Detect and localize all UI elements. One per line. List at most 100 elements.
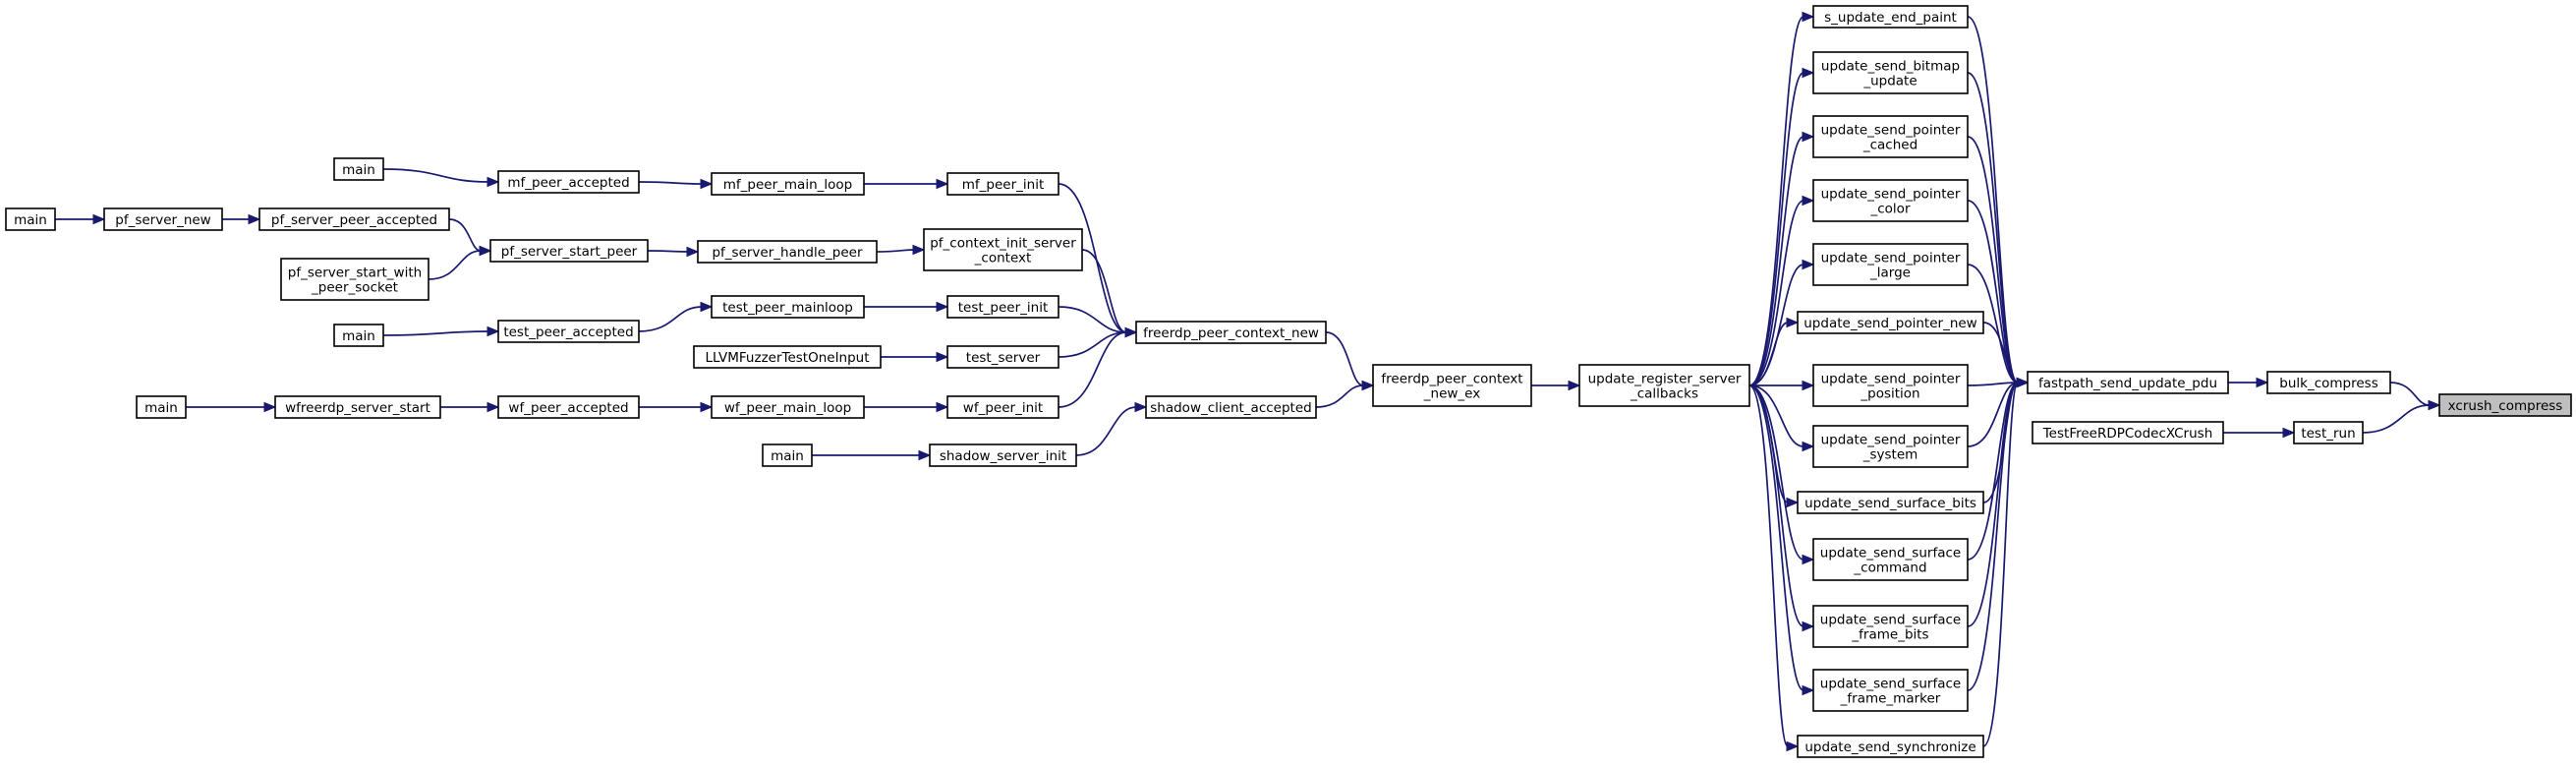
node-label: update_send_pointer: [1821, 187, 1961, 203]
node-update-send-pointer-color[interactable]: update_send_pointer_color: [1812, 179, 1969, 222]
node-label: pf_server_peer_accepted: [271, 212, 437, 228]
edge-test_run-to-xcrush_compress: [2362, 404, 2431, 434]
node-LLVMFuzzerTestOneInput[interactable]: LLVMFuzzerTestOneInput: [693, 345, 882, 369]
node-label: update_send_pointer: [1821, 372, 1961, 387]
node-label: shadow_client_accepted: [1150, 400, 1311, 416]
edge-update_send_surface_frame_marker-to-fastpath_send_update_pdu: [1967, 382, 2019, 691]
arrowhead: [700, 401, 714, 413]
node-update-send-pointer-cached[interactable]: update_send_pointer_cached: [1812, 115, 1969, 158]
arrowhead: [1802, 554, 1815, 565]
node-update-send-pointer-system[interactable]: update_send_pointer_system: [1812, 425, 1969, 468]
node-label: mf_peer_accepted: [507, 175, 629, 191]
node-main-shadow[interactable]: main: [762, 443, 813, 467]
node-fastpath-send-update-pdu[interactable]: fastpath_send_update_pdu: [2027, 371, 2229, 394]
node-label: wfreerdp_server_start: [285, 400, 430, 416]
edge-update_register_server_callbacks-to-update_send_surface_command: [1748, 384, 1804, 561]
arrowhead: [1802, 131, 1815, 143]
node-label: test_peer_init: [958, 300, 1049, 316]
node-label: update_send_synchronize: [1804, 739, 1975, 755]
node-wfreerdp-server-start[interactable]: wfreerdp_server_start: [274, 395, 441, 419]
node-TestFreeRDPCodecXCrush[interactable]: TestFreeRDPCodecXCrush: [2032, 421, 2224, 444]
node-freerdp-peer-context-new-ex[interactable]: freerdp_peer_context_new_ex: [1372, 364, 1532, 407]
node-mf-peer-accepted[interactable]: mf_peer_accepted: [497, 170, 640, 194]
node-bulk-compress[interactable]: bulk_compress: [2266, 371, 2391, 394]
node-label: shadow_server_init: [940, 448, 1066, 464]
node-box: [489, 239, 649, 263]
node-test-server[interactable]: test_server: [946, 345, 1059, 369]
node-update-register-server-callbacks[interactable]: update_register_server_callbacks: [1578, 364, 1750, 407]
arrowhead: [912, 244, 926, 256]
node-box: [2293, 421, 2364, 444]
edge-update_send_pointer_system-to-fastpath_send_update_pdu: [1967, 382, 2019, 447]
node-wf-peer-init[interactable]: wf_peer_init: [946, 395, 1059, 419]
node-box: [333, 157, 384, 181]
node-box: [280, 258, 429, 301]
node-update-send-pointer-large[interactable]: update_send_pointer_large: [1812, 243, 1969, 286]
node-box: [497, 170, 640, 194]
node-label: pf_server_start_with: [288, 266, 422, 281]
node-mf-peer-init[interactable]: mf_peer_init: [946, 172, 1059, 196]
node-pf-server-start-with-peer-socket[interactable]: pf_server_start_with_peer_socket: [280, 258, 429, 301]
arrowhead: [1568, 380, 1581, 391]
node-label: main: [771, 448, 804, 464]
node-update-send-pointer-position[interactable]: update_send_pointer_position: [1812, 364, 1969, 407]
arrowhead: [2256, 377, 2269, 388]
node-main-wf[interactable]: main: [136, 395, 187, 419]
node-freerdp-peer-context-new[interactable]: freerdp_peer_context_new: [1135, 321, 1327, 344]
node-test-peer-mainloop[interactable]: test_peer_mainloop: [711, 295, 865, 319]
edge-update_send_pointer_new-to-fastpath_send_update_pdu: [1982, 322, 2019, 384]
arrowhead: [1802, 259, 1815, 270]
node-update-send-surface-bits[interactable]: update_send_surface_bits: [1797, 491, 1984, 514]
node-pf-server-new[interactable]: pf_server_new: [103, 207, 223, 231]
node-box: [497, 320, 640, 343]
node-box: [1812, 179, 1969, 222]
node-mf-peer-main-loop[interactable]: mf_peer_main_loop: [711, 172, 865, 196]
edge-update_send_surface_command-to-fastpath_send_update_pdu: [1967, 382, 2019, 561]
node-wf-peer-main-loop[interactable]: wf_peer_main_loop: [711, 395, 865, 419]
edge-wf_peer_init-to-freerdp_peer_context_new: [1058, 331, 1127, 408]
node-pf-context-init-server-context[interactable]: pf_context_init_server_context: [923, 228, 1083, 271]
edge-update_send_pointer_cached-to-fastpath_send_update_pdu: [1967, 136, 2019, 384]
node-wf-peer-accepted[interactable]: wf_peer_accepted: [497, 395, 640, 419]
edge-update_register_server_callbacks-to-update_send_pointer_color: [1748, 200, 1804, 386]
node-main-mf[interactable]: main: [333, 157, 384, 181]
node-pf-server-handle-peer[interactable]: pf_server_handle_peer: [697, 240, 878, 264]
node-label: _color: [1870, 202, 1911, 217]
node-test-run[interactable]: test_run: [2293, 421, 2364, 444]
arrowhead: [1361, 380, 1375, 391]
node-main-pf[interactable]: main: [5, 207, 56, 231]
node-main-test[interactable]: main: [333, 324, 384, 347]
node-update-send-synchronize[interactable]: update_send_synchronize: [1797, 735, 1984, 758]
node-box: [274, 395, 441, 419]
edge-update_register_server_callbacks-to-update_send_pointer_new: [1748, 322, 1789, 386]
node-box: [762, 443, 813, 467]
node-xcrush-compress[interactable]: xcrush_compress: [2438, 393, 2572, 417]
arrowhead: [1802, 67, 1815, 79]
node-box: [1812, 425, 1969, 468]
node-update-send-surface-frame-bits[interactable]: update_send_surface_frame_bits: [1812, 605, 1969, 648]
node-update-send-bitmap-update[interactable]: update_send_bitmap_update: [1812, 51, 1969, 94]
node-update-send-surface-command[interactable]: update_send_surface_command: [1812, 538, 1969, 581]
node-update-send-surface-frame-marker[interactable]: update_send_surface_frame_marker: [1812, 669, 1969, 712]
node-label: _system: [1862, 447, 1918, 463]
node-box: [946, 172, 1059, 196]
edge-mf_peer_accepted-to-mf_peer_main_loop: [638, 181, 703, 185]
node-label: _callbacks: [1630, 386, 1698, 402]
node-label: update_send_surface: [1820, 677, 1961, 692]
node-update-send-pointer-new[interactable]: update_send_pointer_new: [1797, 311, 1984, 334]
node-test-peer-accepted[interactable]: test_peer_accepted: [497, 320, 640, 343]
node-pf-server-start-peer[interactable]: pf_server_start_peer: [489, 239, 649, 263]
edge-update_send_pointer_position-to-fastpath_send_update_pdu: [1967, 382, 2019, 386]
node-box: [103, 207, 223, 231]
node-test-peer-init[interactable]: test_peer_init: [946, 295, 1059, 319]
node-shadow-client-accepted[interactable]: shadow_client_accepted: [1145, 395, 1317, 419]
node-box: [711, 172, 865, 196]
node-label: update_send_pointer: [1821, 433, 1961, 448]
node-shadow-server-init[interactable]: shadow_server_init: [929, 443, 1077, 467]
node-s-update-end-paint[interactable]: s_update_end_paint: [1812, 5, 1969, 29]
node-box: [2027, 371, 2229, 394]
node-pf-server-peer-accepted[interactable]: pf_server_peer_accepted: [258, 207, 450, 231]
node-box: [1578, 364, 1750, 407]
node-box: [1812, 115, 1969, 158]
